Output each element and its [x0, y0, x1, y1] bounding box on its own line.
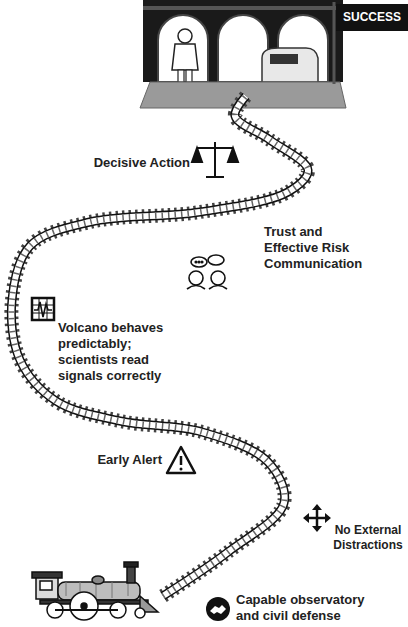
station-cornice: [143, 6, 343, 10]
arrows-icon: [303, 504, 331, 532]
locomotive: [32, 562, 158, 620]
track-sleepers: [11, 96, 308, 596]
station-arch: [158, 15, 208, 82]
track: [11, 96, 308, 596]
flag-text: SUCCESS: [336, 10, 408, 25]
track-gap: [11, 96, 308, 596]
astronaut-leg: [178, 70, 184, 82]
station-arch: [218, 15, 268, 82]
astronaut-body: [172, 44, 198, 70]
track-ties: [11, 96, 308, 596]
milestone-label: No External Distractions: [331, 523, 405, 553]
astronaut-head: [178, 29, 192, 43]
track-rails: [11, 96, 308, 596]
handshake-icon: [206, 597, 230, 621]
milestone-label: Trust and Effective Risk Communication: [264, 224, 372, 273]
milestone-label: Decisive Action: [70, 155, 190, 171]
astronaut-leg: [186, 70, 192, 82]
communication-icon: [187, 255, 227, 289]
success-flag: [336, 4, 408, 31]
seismograph-icon: [32, 298, 54, 320]
train-car: [262, 48, 318, 82]
flag-pole: [333, 2, 336, 84]
milestone-label: Volcano behaves predictably; scientists …: [58, 320, 184, 385]
milestone-label: Early Alert: [70, 452, 162, 468]
station: [140, 0, 346, 108]
milestone-label: Capable observatory and civil defense: [236, 592, 388, 625]
train-window: [270, 54, 298, 64]
scale-icon: [192, 142, 238, 177]
warning-icon: [167, 447, 195, 473]
station-building: [143, 0, 343, 82]
